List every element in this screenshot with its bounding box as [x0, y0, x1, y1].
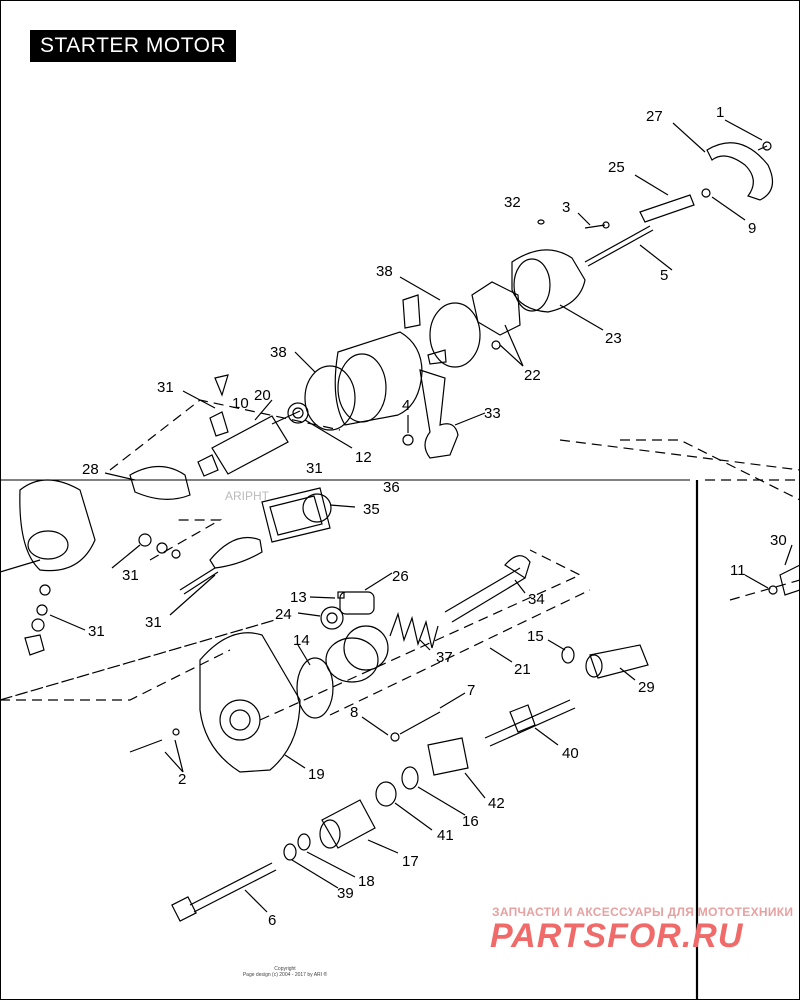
- callout-17: 17: [402, 853, 419, 870]
- callout-30: 30: [770, 532, 787, 549]
- callout-38: 38: [376, 263, 393, 280]
- callout-15: 15: [527, 628, 544, 645]
- callout-19: 19: [308, 766, 325, 783]
- callout-36: 36: [383, 479, 400, 496]
- callout-25: 25: [608, 159, 625, 176]
- watermark: ARIPHT: [225, 489, 270, 503]
- callout-4: 4: [402, 397, 410, 414]
- page-title: STARTER MOTOR: [30, 30, 237, 62]
- callout-33: 33: [484, 405, 501, 422]
- copyright-line-2: Page design (c) 2004 - 2017 by ARI ®: [242, 972, 328, 978]
- callout-7: 7: [467, 682, 475, 699]
- callout-35: 35: [363, 501, 380, 518]
- callout-1: 1: [716, 104, 724, 121]
- callout-14: 14: [293, 632, 310, 649]
- callout-39: 39: [337, 885, 354, 902]
- callout-11: 11: [730, 562, 746, 579]
- callout-22: 22: [524, 367, 541, 384]
- callout-31: 31: [157, 379, 174, 396]
- callout-24: 24: [275, 606, 292, 623]
- callout-28: 28: [82, 461, 99, 478]
- callout-31: 31: [122, 567, 139, 584]
- callout-31: 31: [88, 623, 105, 640]
- callout-29: 29: [638, 679, 655, 696]
- callout-26: 26: [392, 568, 409, 585]
- callout-10: 10: [232, 395, 249, 412]
- callout-3: 3: [562, 199, 570, 216]
- callout-32: 32: [504, 194, 521, 211]
- callout-42: 42: [488, 795, 505, 812]
- callout-2: 2: [178, 771, 186, 788]
- footer-brand: PARTSFOR.RU: [490, 917, 744, 955]
- copyright: Copyright Page design (c) 2004 - 2017 by…: [225, 966, 345, 978]
- callout-23: 23: [605, 330, 622, 347]
- callout-12: 12: [355, 449, 372, 466]
- callout-27: 27: [646, 108, 663, 125]
- callout-16: 16: [462, 813, 479, 830]
- callout-34: 34: [528, 591, 545, 608]
- callout-31: 31: [145, 614, 162, 631]
- callout-18: 18: [358, 873, 375, 890]
- callout-40: 40: [562, 745, 579, 762]
- callout-6: 6: [268, 912, 276, 929]
- callout-8: 8: [350, 704, 358, 721]
- callout-13: 13: [290, 589, 307, 606]
- callout-37: 37: [436, 649, 453, 666]
- callout-9: 9: [748, 220, 756, 237]
- callout-31: 31: [306, 460, 323, 477]
- copyright-line-1: Copyright: [274, 966, 296, 972]
- callout-20: 20: [254, 387, 271, 404]
- callout-41: 41: [437, 827, 454, 844]
- callout-38: 38: [270, 344, 287, 361]
- callout-5: 5: [660, 267, 668, 284]
- footer-subtitle: ЗАПЧАСТИ И АКСЕССУАРЫ ДЛЯ МОТОТЕХНИКИ: [492, 905, 794, 919]
- callout-21: 21: [514, 661, 531, 678]
